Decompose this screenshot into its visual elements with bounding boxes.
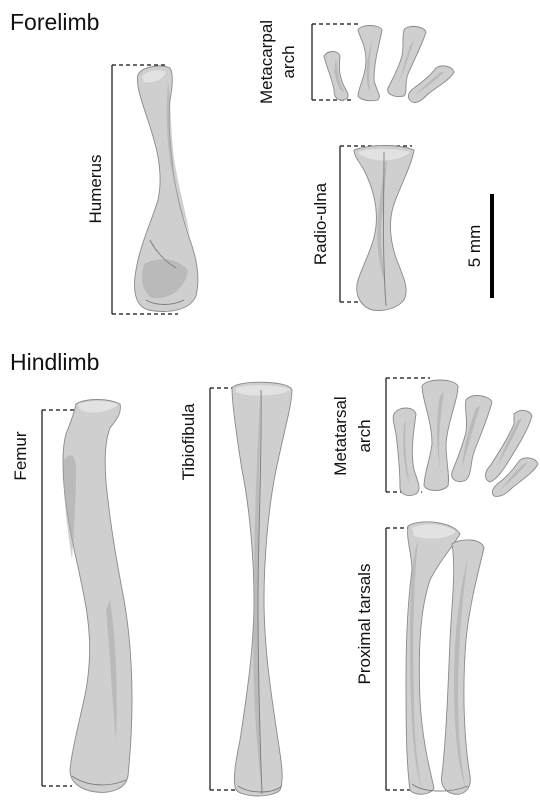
radio-ulna-group: Radio-ulna xyxy=(311,146,414,311)
forelimb-heading: Forelimb xyxy=(10,9,99,35)
tibiofibula-group: Tibiofibula xyxy=(179,382,292,796)
tibiofibula-label: Tibiofibula xyxy=(179,403,198,480)
proximal-tarsals-group: Proximal tarsals xyxy=(355,522,484,794)
humerus-bone xyxy=(135,66,199,312)
radio-ulna-label: Radio-ulna xyxy=(311,182,330,265)
metatarsal-arch-label-line2: arch xyxy=(355,419,374,452)
metacarpal-arch-group: Metacarpal arch xyxy=(257,20,454,104)
scale-label: 5 mm xyxy=(465,225,484,268)
radio-ulna-bone xyxy=(354,146,414,311)
femur-label: Femur xyxy=(11,431,30,480)
proximal-tarsals-label: Proximal tarsals xyxy=(355,564,374,685)
hindlimb-heading: Hindlimb xyxy=(10,349,99,375)
metatarsal-arch-group: Metatarsal arch xyxy=(331,378,538,497)
scale-bar xyxy=(490,194,494,298)
humerus-group: Humerus xyxy=(86,65,198,314)
metacarpal-bones xyxy=(324,26,454,103)
metacarpal-arch-label-line2: arch xyxy=(279,45,298,78)
metacarpal-arch-label-line1: Metacarpal xyxy=(257,20,276,104)
scale-bar-group: 5 mm xyxy=(465,194,494,298)
humerus-label: Humerus xyxy=(86,155,105,224)
metatarsal-bones xyxy=(393,380,538,497)
proximal-tarsals-bone xyxy=(406,522,484,794)
femur-bone xyxy=(63,400,132,793)
tibiofibula-bone xyxy=(232,382,292,796)
femur-group: Femur xyxy=(11,400,132,793)
metatarsal-arch-label-line1: Metatarsal xyxy=(331,396,350,475)
